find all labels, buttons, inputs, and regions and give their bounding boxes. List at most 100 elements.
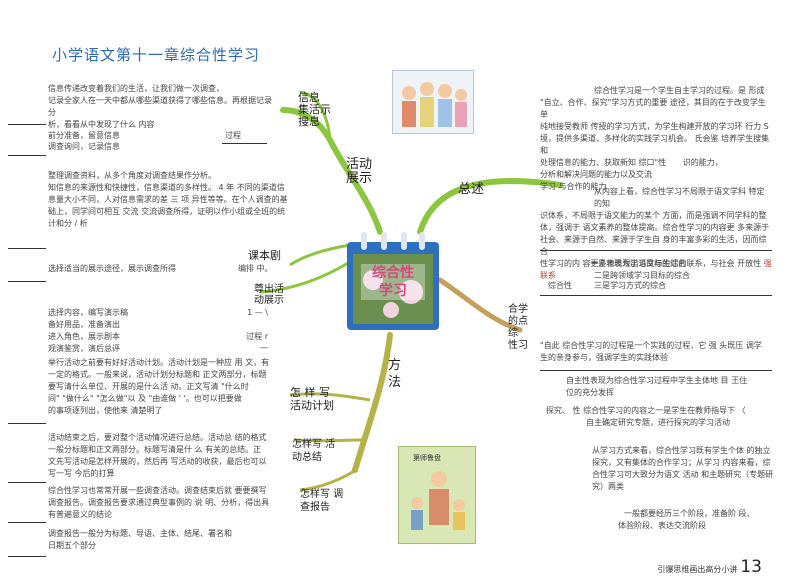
line: 调查报告一般分为标题、导语、主体、结尾、署名和	[48, 529, 232, 538]
branch-label-info: 信息 集活示 搜息	[298, 91, 331, 128]
page-number: 13	[740, 557, 762, 577]
left-p3: 整理调查资料，从多个角度对调查结果作分析。 知信息的来源性和快捷性，信息渠道的多…	[48, 170, 288, 230]
line: 信息传递改变着我们的生活，让我们做一次调查，	[48, 84, 224, 93]
divider	[8, 155, 46, 156]
line: 综合性学习是一个学生自主学习的过程。是 形成	[594, 86, 765, 95]
branch-label-overview: 总述	[458, 182, 485, 197]
left-p2b: 调查询问，记录信息	[48, 142, 120, 151]
children-illustration	[392, 70, 474, 134]
left-p2a: 前分准备，留意信息	[48, 131, 120, 140]
branch-script	[289, 243, 351, 267]
list-mark: 过程 r	[246, 332, 268, 341]
line: 一般分标题和正文两部分。标题写清是什 么 有关的总结。正	[48, 445, 262, 454]
left-p1: 信息传递改变着我们的生活，让我们做一次调查， 记录全家人在一天中都从哪些渠道获得…	[48, 83, 278, 131]
right-r3: 一是表现为学习目标的综合	[590, 259, 686, 268]
teacher-illustration-caption: 第师鲁盘	[413, 454, 441, 462]
line: 息量大小不同，人对信息需求的差 三 项 异性等等。在个人调查的基	[48, 195, 288, 204]
list-item: 备好用品，准备演出	[48, 320, 120, 329]
line: 一般都要经历三个阶段，准备阶 段、	[624, 509, 755, 518]
divider	[8, 248, 46, 249]
line: 学习 与合作的能力	[540, 182, 607, 191]
line: 从内容上看，综合性学习不局限于语文学科 特定的知	[594, 187, 765, 208]
divider	[8, 522, 46, 523]
left-p8: 调查报告一般分为标题、导语、主体、结尾、署名和 日期五个部分	[48, 528, 278, 552]
line: 自主性表现为综合性学习过程中学生主体地 目 王住	[566, 376, 748, 385]
list-item: 进入角色，展示剧本	[48, 332, 120, 341]
line: "自此 综合性学习的过程是一个实践的过程，它 强 头既压 调学	[540, 341, 762, 350]
line: 举行活动之前要有好好活动计划。活动计划是一种应 用 文，有	[48, 358, 270, 367]
line: 自主确定研究专题，进行探究的学习活动	[586, 418, 730, 427]
line: 文先写活动是怎样开展的，然后再 写活动的收获，最后也可以	[48, 457, 267, 466]
line: 调查报告。调查报告要求通过典型事例的 说 明、分析，得出具	[48, 498, 270, 507]
branch-info	[299, 90, 332, 141]
branch-plan	[289, 392, 371, 402]
line: 析，看看从中发现了什么 内容	[48, 120, 155, 129]
left-p2a-right: 过程	[225, 131, 241, 140]
branch-label-summary: 怎样写 活 动总结	[292, 439, 336, 463]
line: 知信息的来源性和快捷性，信息渠道的多样性。 4 年 不同的渠道信	[48, 183, 285, 192]
right-r5: 三是学习方式的综合	[594, 281, 666, 290]
line: 一定的格式。一般来说，活动计划分标题和 正文两部分，标题	[48, 370, 267, 379]
branch-label-plan: 怎 样 写 活动计划	[290, 386, 334, 412]
branch-label-meaning: 合学 的点 综 性习	[508, 304, 528, 351]
line: 间" "做什么" "怎么做"以 及 "由谁做 ' '。也可以把要做	[48, 394, 242, 403]
line-tail: 识的能力，	[682, 158, 723, 167]
line: 生的亲身参与，强调学生的实践体验	[540, 353, 668, 362]
right-r5-left: 综合性	[548, 281, 572, 290]
teacher-illustration: 第师鲁盘	[398, 446, 476, 544]
branch-activity	[280, 107, 383, 235]
branch-report	[299, 468, 357, 492]
left-p4-right: 编排 中。	[238, 264, 273, 273]
right-r6: "自此 综合性学习的过程是一个实践的过程，它 强 头既压 调学 生的亲身参与，强…	[540, 340, 780, 364]
divider	[222, 143, 267, 144]
footer-text: 引爆思维画出高分小讲	[657, 565, 738, 574]
left-p6: 活动结束之后，要对整个活动情况进行总结。活动总 结的格式 一般分标题和正文两部分…	[48, 432, 278, 480]
page-title: 小学语文第十一章综合性学习	[52, 46, 261, 64]
branch-summary	[294, 438, 363, 443]
line: 的事项逐列出，使他来 清楚明了	[48, 406, 163, 415]
line: 合性学习可大致分为语文 活动 和主题研究（专题研	[592, 470, 774, 479]
right-r4: 二是跨领域学习目标的综合	[594, 271, 690, 280]
branch-show	[259, 260, 351, 294]
line: 纯地接受教师 传授的学习方式，为学生构建开放的学习环 行力 S	[540, 122, 769, 131]
calendar-label: 综合性 学习	[361, 264, 425, 300]
line: 从学习方式来看，综合性学习既有学生个体 的独立	[592, 446, 771, 455]
line: 础上，同学间可相互 交流 交流调查所得，证明以作小组或全班的统	[48, 207, 286, 216]
list-mark: 1 — \	[247, 308, 268, 317]
left-list: 选择内容，编写演示稿 备好用品，准备演出 进入角色，展示剧本 观演鉴赏，演后总评	[48, 307, 178, 355]
line: 计和分 / 析	[48, 219, 88, 228]
branch-label-activity-show: 活动 展示	[346, 157, 373, 186]
line: 究）两类	[592, 482, 624, 491]
divider	[8, 281, 46, 282]
line: 有普遍意义的结论	[48, 510, 112, 519]
list-mark	[198, 319, 268, 331]
line: 分析和解决问题的能力以及交流	[540, 170, 652, 179]
left-list-right: 1 — \ 过程 r 一	[198, 307, 268, 355]
line: 要写清什么单位、开展的是什么活 动。正文写清 "什么时	[48, 382, 249, 391]
list-item: 选择内容，编写演示稿	[48, 308, 128, 317]
line: 社会、来源于自然、来源于学生自 身的丰富多彩的生活，因而综合	[540, 235, 767, 256]
divider	[8, 124, 46, 125]
branch-label-method: 方 法	[388, 358, 402, 390]
line: 位的充分发挥	[566, 388, 614, 397]
branch-overview	[417, 178, 563, 235]
line: 记录全家人在一天中都从哪些渠道获得了哪些信息。再根据记录分	[48, 96, 272, 117]
calendar-icon: 综合性 学习	[343, 230, 443, 334]
line: 写一写 今后的打算	[48, 469, 115, 478]
right-r1: 综合性学习是一个学生自主学习的过程。是 形成 "自立、合作、探究"学习方式的重要…	[540, 85, 772, 193]
branch-label-report: 怎样写 调 查报告	[300, 489, 344, 513]
divider	[540, 370, 772, 371]
divider	[8, 423, 46, 424]
line: 探究、 性 综合性学习的内容之一是学生在教师指导下 〈	[546, 406, 746, 415]
list-mark: 一	[260, 344, 268, 353]
right-r8: 探究、 性 综合性学习的内容之一是学生在教师指导下 〈 自主确定研究专题，进行探…	[546, 405, 780, 429]
branch-label-script: 课本剧	[248, 249, 281, 262]
left-p7: 综合性学习也常常开展一些调查活动。调查结束后就 要要撰写 调查报告。调查报告要求…	[48, 485, 278, 521]
line: 境，提供多渠道、多样化的实践学习机会。 氏会鉴 培养学生搜集和	[540, 134, 770, 155]
divider	[540, 295, 772, 296]
right-r9: 从学习方式来看，综合性学习既有学生个体 的独立 探究，又有集体的合作学习；从学习…	[592, 445, 780, 493]
list-item: 观演鉴赏，演后总评	[48, 344, 120, 353]
line: 探究，又有集体的合作学习；从学习 内容来看，综	[592, 458, 771, 467]
